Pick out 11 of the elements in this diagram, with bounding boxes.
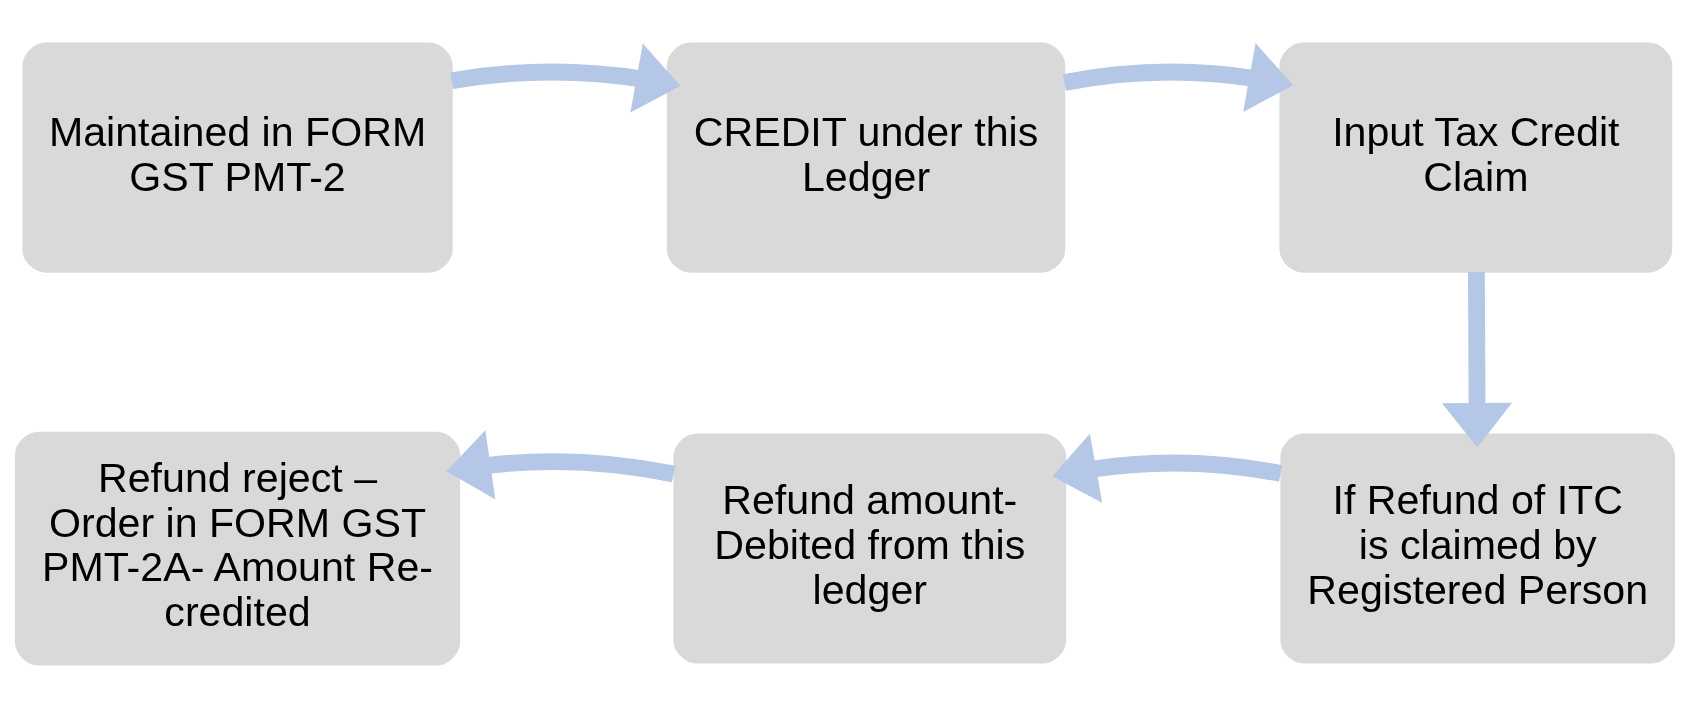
- node-box: Refund amount- Debited from this ledger: [673, 433, 1067, 664]
- node-box: If Refund of ITC is claimed by Registered Person: [1280, 433, 1676, 664]
- node-box: Input Tax Credit Claim: [1279, 42, 1673, 273]
- arrow: [1062, 42, 1294, 112]
- arrow: [450, 43, 681, 112]
- arrow: [1442, 271, 1513, 447]
- node-box: Refund reject – Order in FORM GST PMT-2A- Amount Re-credited: [14, 431, 461, 665]
- arrow: [446, 429, 676, 499]
- node-box: Maintained in FORM GST PMT-2: [22, 42, 453, 273]
- node-box: CREDIT under this Ledger: [666, 42, 1066, 273]
- arrow: [1052, 433, 1283, 503]
